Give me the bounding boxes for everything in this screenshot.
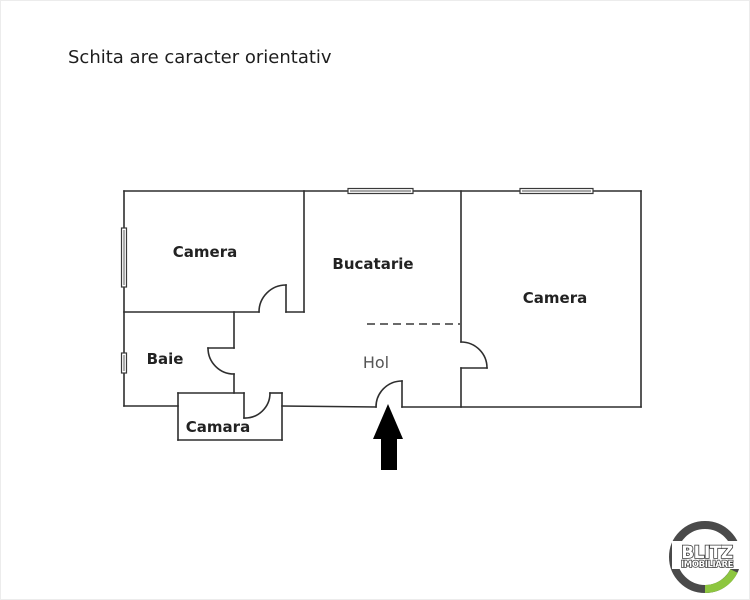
interior-walls bbox=[123, 190, 488, 408]
room-label-bucatarie: Bucatarie bbox=[332, 255, 413, 273]
door-camera-right bbox=[460, 341, 488, 369]
room-label-camera-left: Camera bbox=[173, 243, 237, 261]
door-entrance bbox=[375, 380, 403, 408]
room-label-hol: Hol bbox=[363, 353, 389, 372]
door-camara bbox=[243, 392, 271, 419]
room-label-baie: Baie bbox=[147, 350, 184, 368]
windows bbox=[120, 187, 594, 374]
window-bucatarie bbox=[347, 187, 414, 195]
logo-brand: BLITZ bbox=[681, 543, 733, 563]
arrow-up-icon bbox=[373, 404, 403, 470]
room-label-camera-right: Camera bbox=[523, 289, 587, 307]
blitz-logo: BLITZ IMOBILIARE bbox=[669, 521, 742, 594]
window-camera-right bbox=[519, 187, 594, 195]
window-baie bbox=[120, 352, 128, 374]
door-camera-left bbox=[258, 284, 287, 313]
window-camera-left bbox=[120, 227, 128, 288]
page-title: Schita are caracter orientativ bbox=[68, 47, 332, 68]
camara-walls bbox=[177, 392, 283, 441]
room-label-camara: Camara bbox=[186, 418, 250, 436]
door-baie bbox=[207, 347, 235, 375]
logo-subtitle: IMOBILIARE bbox=[681, 560, 734, 570]
